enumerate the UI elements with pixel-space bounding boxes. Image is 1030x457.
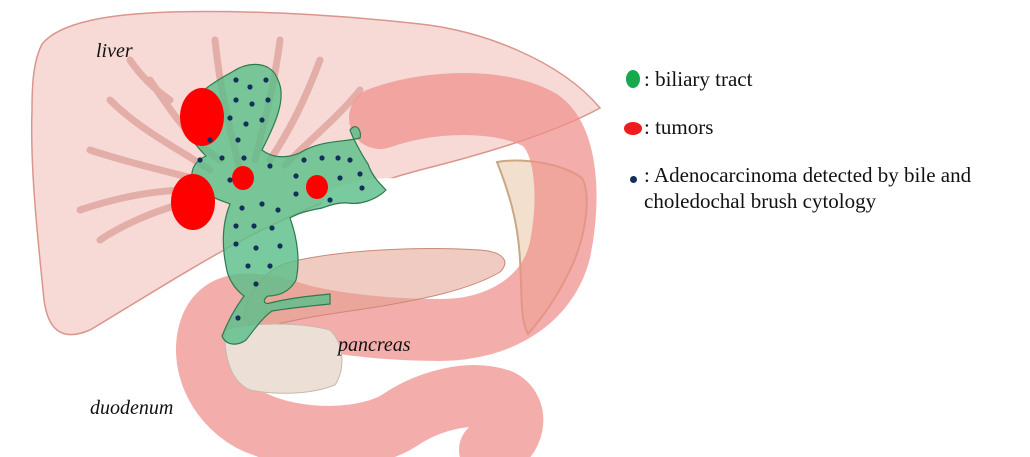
adenocarcinoma-dot	[293, 173, 298, 178]
legend-item-adenocarcinoma: : Adenocarcinoma detected by bile and ch…	[622, 162, 1022, 214]
adenocarcinoma-dot	[259, 117, 264, 122]
tumor	[306, 175, 328, 199]
adenocarcinoma-dot	[263, 77, 268, 82]
adenocarcinoma-dot	[267, 163, 272, 168]
adenocarcinoma-dot	[239, 205, 244, 210]
adenocarcinoma-dot	[219, 155, 224, 160]
adenocarcinoma-dot	[335, 155, 340, 160]
adenocarcinoma-dot	[267, 263, 272, 268]
adenocarcinoma-dot	[241, 155, 246, 160]
legend-text-tumors: : tumors	[644, 114, 713, 140]
tumor	[171, 174, 215, 230]
adenocarcinoma-dot	[357, 171, 362, 176]
adenocarcinoma-dot	[233, 241, 238, 246]
liver-label: liver	[96, 40, 133, 62]
legend: : biliary tract : tumors : Adenocarcinom…	[622, 66, 1022, 236]
adenocarcinoma-dot	[293, 191, 298, 196]
adenocarcinoma-dot	[251, 223, 256, 228]
adenocarcinoma-dot	[233, 223, 238, 228]
adenocarcinoma-dot	[259, 201, 264, 206]
adenocarcinoma-dot	[207, 137, 212, 142]
tumor-marker	[624, 122, 642, 135]
adenocarcinoma-dot	[197, 157, 202, 162]
biliary-tract-marker	[626, 70, 640, 88]
duodenum-label: duodenum	[90, 397, 173, 419]
tumor	[180, 88, 224, 146]
legend-item-biliary-tract: : biliary tract	[622, 66, 1022, 92]
adenocarcinoma-dot	[327, 197, 332, 202]
adenocarcinoma-dot	[253, 245, 258, 250]
legend-text-adenocarcinoma: : Adenocarcinoma detected by bile and ch…	[644, 162, 1014, 214]
adenocarcinoma-dot	[347, 157, 352, 162]
adenocarcinoma-dot	[245, 263, 250, 268]
adenocarcinoma-dot	[269, 225, 274, 230]
adenocarcinoma-dot	[319, 155, 324, 160]
adenocarcinoma-dot	[265, 97, 270, 102]
adenocarcinoma-dot	[301, 157, 306, 162]
adenocarcinoma-dot	[359, 185, 364, 190]
pancreas-label: pancreas	[336, 334, 411, 356]
adenocarcinoma-dot	[227, 177, 232, 182]
adenocarcinoma-dot	[235, 137, 240, 142]
legend-text-biliary-tract: : biliary tract	[644, 66, 752, 92]
adenocarcinoma-dot	[337, 175, 342, 180]
adenocarcinoma-dot	[233, 77, 238, 82]
adenocarcinoma-dot	[233, 97, 238, 102]
adenocarcinoma-dot	[235, 315, 240, 320]
adenocarcinoma-dot	[247, 84, 252, 89]
adenocarcinoma-dot	[277, 243, 282, 248]
adenocarcinoma-dot	[249, 101, 254, 106]
adenocarcinoma-dot	[227, 115, 232, 120]
adenocarcinoma-dot	[243, 121, 248, 126]
adenocarcinoma-dot	[253, 281, 258, 286]
tumor	[232, 166, 254, 190]
adenocarcinoma-dot-marker	[630, 176, 637, 183]
adenocarcinoma-dot	[275, 207, 280, 212]
legend-item-tumors: : tumors	[622, 114, 1022, 140]
